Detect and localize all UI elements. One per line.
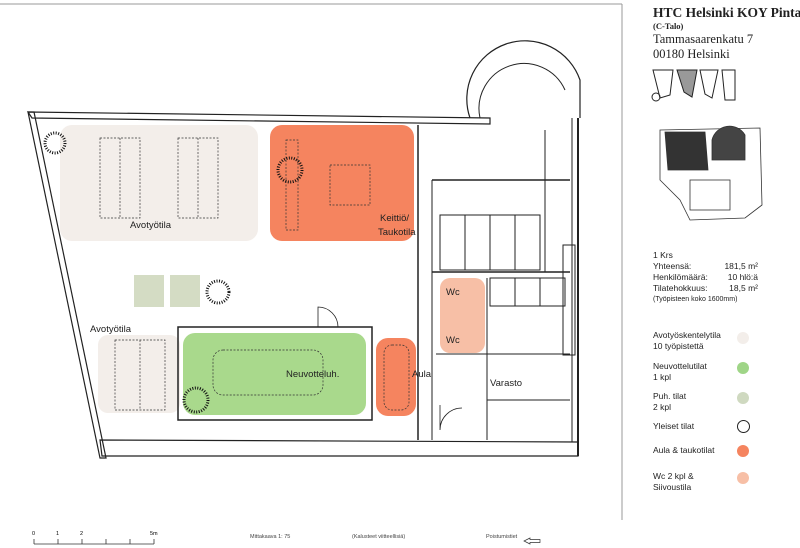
legend-label: Wc 2 kpl & [653, 471, 694, 481]
room-label-kitchen-2: Taukotila [378, 227, 416, 238]
room-label-wc-2: Wc [446, 335, 460, 346]
people-label: Henkilömäärä: [653, 272, 708, 282]
room-label-lobby: Aula [412, 369, 432, 380]
legend-sub: 2 kpl [653, 402, 671, 412]
open-office-left-area [98, 335, 180, 413]
efficiency-label: Tilatehokkuus: [653, 283, 708, 293]
legend-swatch [737, 420, 750, 433]
scale-tick-2: 2 [80, 531, 83, 537]
legend-item: Wc 2 kpl &Siivoustila [653, 471, 735, 493]
legend-swatch [737, 445, 749, 457]
legend-label: Neuvottelutilat [653, 361, 707, 371]
key-plan [651, 69, 736, 102]
furniture-note: (Kalusteet viitteellisiä) [352, 534, 406, 540]
walls [26, 40, 581, 459]
people-value: 10 hlö:ä [727, 272, 758, 282]
city-address: 00180 Helsinki [653, 47, 730, 61]
furniture [99, 137, 410, 411]
scale-bar [33, 539, 155, 545]
legend-sub: 10 työpistettä [653, 341, 704, 351]
legend-sub: Siivoustila [653, 482, 692, 492]
lobby-area [376, 338, 416, 416]
legend-item: Yleiset tilat [653, 421, 735, 432]
legend-label: Yleiset tilat [653, 421, 695, 431]
room-label-kitchen-1: Keittiö/ [380, 213, 409, 224]
legend-label: Aula & taukotilat [653, 445, 715, 455]
efficiency-value: 18,5 m² [729, 283, 758, 293]
building-subtitle: (C-Talo) [653, 21, 684, 31]
scale-text: Mittakaava 1: 75 [250, 534, 291, 540]
room-label-open-office-top: Avotyötila [130, 220, 172, 231]
scale-tick-1: 1 [56, 531, 59, 537]
wc-area [440, 278, 485, 353]
scale-tick-5m: 5m [150, 531, 158, 537]
kitchen-area [270, 125, 414, 241]
total-label: Yhteensä: [653, 261, 692, 271]
room-label-meeting: Neuvotteluh. [286, 369, 339, 380]
workstation-note: (Työpisteen koko 1600mm) [653, 296, 738, 303]
site-plan-thumbnail [659, 125, 763, 221]
legend-swatch [737, 332, 749, 344]
total-value: 181,5 m² [724, 261, 758, 271]
plant-icons [43, 131, 304, 414]
exit-arrow-icon [523, 537, 541, 545]
scale-tick-0: 0 [32, 531, 35, 537]
exits-label: Poistumistiet [486, 534, 518, 540]
legend-swatch [737, 362, 749, 374]
street-address: Tammasaarenkatu 7 [653, 32, 754, 46]
project-title: HTC Helsinki KOY Pinta [653, 5, 800, 20]
legend-item: Aula & taukotilat [653, 445, 735, 456]
phone-booth-2 [170, 275, 200, 307]
room-label-storage: Varasto [490, 378, 522, 389]
legend-sub: 1 kpl [653, 372, 671, 382]
area-stats: 1 Krs Yhteensä: 181,5 m² Henkilömäärä: 10 … [653, 250, 758, 305]
legend-swatch [737, 392, 749, 404]
floor-label: 1 Krs [653, 250, 673, 260]
room-label-open-office-left: Avotyötila [90, 324, 132, 335]
legend-label: Puh. tilat [653, 391, 687, 401]
legend-label: Avotyöskentelytila [653, 330, 721, 340]
open-office-top-area [60, 125, 258, 241]
room-label-wc-1: Wc [446, 287, 460, 298]
phone-booth-1 [134, 275, 164, 307]
legend-swatch [737, 472, 749, 484]
